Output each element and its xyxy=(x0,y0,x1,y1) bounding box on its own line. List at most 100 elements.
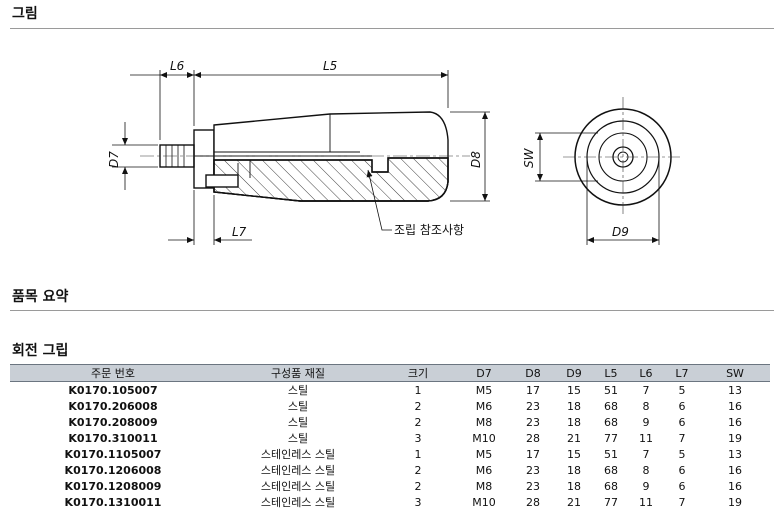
section-title-rotating-grip: 회전 그립 xyxy=(12,343,69,359)
l6-cell: 7 xyxy=(642,383,650,397)
dim-label-l7: L7 xyxy=(232,225,247,239)
l5-cell: 68 xyxy=(604,399,618,413)
d7-cell: M5 xyxy=(475,383,493,397)
d7-cell: M5 xyxy=(475,447,493,461)
material-cell: 스틸 xyxy=(287,400,309,413)
material-cell: 스테인레스 스틸 xyxy=(260,448,336,461)
table-row: K0170.1208009 스테인레스 스틸 2 M8 23 18 68 9 6… xyxy=(10,478,770,494)
size-cell: 3 xyxy=(414,495,422,509)
l5-cell: 68 xyxy=(604,463,618,477)
d7-cell: M8 xyxy=(475,479,493,493)
l7-cell: 6 xyxy=(678,399,686,413)
sw-cell: 16 xyxy=(728,463,742,477)
technical-drawing: L6 L5 D7 D8 L7 조립 참조사항 SW D9 xyxy=(107,59,683,245)
d7-cell: M10 xyxy=(472,495,496,509)
l7-cell: 5 xyxy=(678,383,686,397)
table-row: K0170.1310011 스테인레스 스틸 3 M10 28 21 77 11… xyxy=(10,494,770,510)
order-number[interactable]: K0170.208009 xyxy=(68,415,158,429)
dim-label-sw: SW xyxy=(522,147,536,168)
l6-cell: 11 xyxy=(639,495,653,509)
d9-cell: 18 xyxy=(567,399,581,413)
sw-cell: 16 xyxy=(728,415,742,429)
handle-end-view xyxy=(563,97,683,217)
material-cell: 스테인레스 스틸 xyxy=(260,496,336,509)
size-cell: 2 xyxy=(414,415,422,429)
size-cell: 1 xyxy=(414,447,422,461)
table-row: K0170.208009 스틸 2 M8 23 18 68 9 6 16 xyxy=(10,414,770,430)
l6-cell: 8 xyxy=(642,463,650,477)
l7-cell: 5 xyxy=(678,447,686,461)
sw-cell: 19 xyxy=(728,431,742,445)
order-number[interactable]: K0170.310011 xyxy=(68,431,158,445)
table-row: K0170.1105007 스테인레스 스틸 1 M5 17 15 51 7 5… xyxy=(10,446,770,462)
order-number[interactable]: K0170.1208009 xyxy=(64,479,162,493)
order-number[interactable]: K0170.1206008 xyxy=(64,463,162,477)
d9-cell: 15 xyxy=(567,383,581,397)
col-header-material: 구성품 재질 xyxy=(216,364,380,382)
section-title-drawing: 그림 xyxy=(12,6,38,22)
d8-cell: 28 xyxy=(526,495,540,509)
d8-cell: 23 xyxy=(526,415,540,429)
sw-cell: 16 xyxy=(728,479,742,493)
d7-cell: M8 xyxy=(475,415,493,429)
table-row: K0170.1206008 스테인레스 스틸 2 M6 23 18 68 8 6… xyxy=(10,462,770,478)
end-view-dimensions xyxy=(535,132,660,245)
material-cell: 스틸 xyxy=(287,384,309,397)
d9-cell: 18 xyxy=(567,415,581,429)
l5-cell: 51 xyxy=(604,447,618,461)
d9-cell: 21 xyxy=(567,431,581,445)
dim-label-d9: D9 xyxy=(612,225,629,239)
col-header-d8: D8 xyxy=(512,364,554,382)
d8-cell: 17 xyxy=(526,383,540,397)
order-number[interactable]: K0170.1310011 xyxy=(64,495,162,509)
spec-table: 주문 번호 구성품 재질 크기 D7 D8 D9 L5 L6 L7 SW K01… xyxy=(10,364,770,510)
sw-cell: 13 xyxy=(728,447,742,461)
table-row: K0170.105007 스틸 1 M5 17 15 51 7 5 13 xyxy=(10,382,770,399)
d7-cell: M6 xyxy=(475,463,493,477)
divider xyxy=(10,310,774,311)
section-title-summary: 품목 요약 xyxy=(12,289,69,305)
sw-cell: 13 xyxy=(728,383,742,397)
order-number[interactable]: K0170.206008 xyxy=(68,399,158,413)
col-header-l7: L7 xyxy=(664,364,700,382)
d9-cell: 15 xyxy=(567,447,581,461)
l5-cell: 77 xyxy=(604,495,618,509)
col-header-sw: SW xyxy=(700,364,770,382)
l7-cell: 7 xyxy=(678,431,686,445)
l7-cell: 6 xyxy=(678,463,686,477)
d7-cell: M10 xyxy=(472,431,496,445)
size-cell: 2 xyxy=(414,463,422,477)
col-header-d9: D9 xyxy=(554,364,594,382)
l6-cell: 11 xyxy=(639,431,653,445)
col-header-order-number: 주문 번호 xyxy=(10,364,216,382)
material-cell: 스테인레스 스틸 xyxy=(260,480,336,493)
dim-label-d8: D8 xyxy=(469,151,483,168)
l5-cell: 51 xyxy=(604,383,618,397)
material-cell: 스테인레스 스틸 xyxy=(260,464,336,477)
l5-cell: 68 xyxy=(604,415,618,429)
col-header-l6: L6 xyxy=(628,364,664,382)
size-cell: 2 xyxy=(414,479,422,493)
dim-label-l6: L6 xyxy=(170,59,185,73)
d8-cell: 23 xyxy=(526,479,540,493)
order-number[interactable]: K0170.105007 xyxy=(68,383,158,397)
dim-label-d7: D7 xyxy=(107,151,121,168)
d8-cell: 23 xyxy=(526,463,540,477)
l5-cell: 68 xyxy=(604,479,618,493)
handle-side-view xyxy=(140,111,470,202)
sw-cell: 16 xyxy=(728,399,742,413)
sw-cell: 19 xyxy=(728,495,742,509)
d9-cell: 18 xyxy=(567,463,581,477)
d8-cell: 28 xyxy=(526,431,540,445)
table-row: K0170.310011 스틸 3 M10 28 21 77 11 7 19 xyxy=(10,430,770,446)
dim-label-l5: L5 xyxy=(323,59,337,73)
col-header-d7: D7 xyxy=(456,364,512,382)
order-number[interactable]: K0170.1105007 xyxy=(64,447,162,461)
table-header-row: 주문 번호 구성품 재질 크기 D7 D8 D9 L5 L6 L7 SW xyxy=(10,364,770,382)
l7-cell: 6 xyxy=(678,479,686,493)
l6-cell: 7 xyxy=(642,447,650,461)
l6-cell: 8 xyxy=(642,399,650,413)
size-cell: 1 xyxy=(414,383,422,397)
l6-cell: 9 xyxy=(642,479,650,493)
l7-cell: 6 xyxy=(678,415,686,429)
